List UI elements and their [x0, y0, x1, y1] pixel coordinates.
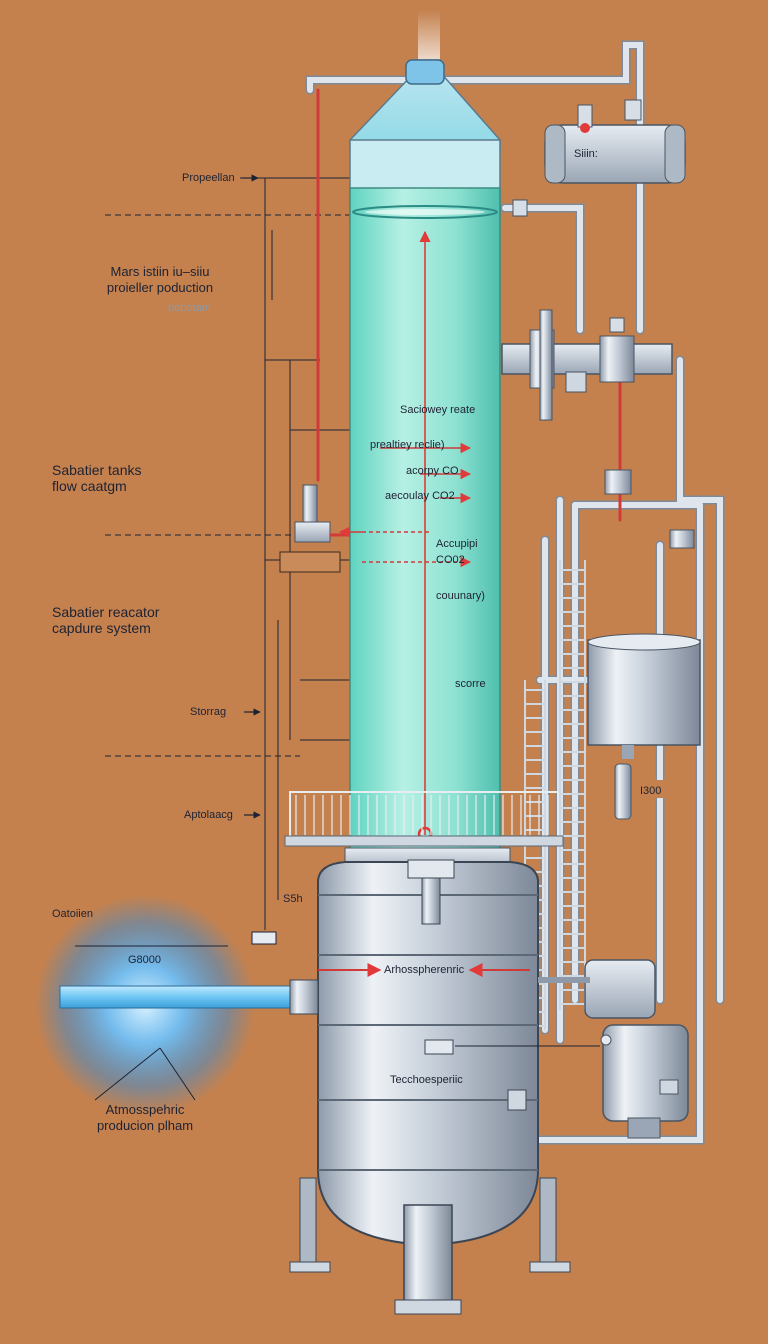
energy-beam: [35, 895, 319, 1115]
label-mars-line1: Mars istiin iu–siiu: [110, 264, 210, 279]
label-atmos-2: producion plham: [96, 1118, 194, 1133]
label-storage: Storrag: [190, 706, 227, 718]
platform-grating: [284, 791, 564, 847]
label-sabatier-tanks-2: flow caatgm: [52, 478, 127, 494]
steam-plume: [418, 10, 440, 70]
grating-bars: [295, 795, 549, 835]
label-vessel-atmos: Arhosspherenric: [384, 964, 465, 976]
label-silin: Siiin:: [574, 148, 598, 160]
label-arrows: [242, 174, 261, 819]
label-co2b: CO02: [436, 554, 465, 566]
label-oatoiien: Oatoiien: [52, 908, 93, 920]
label-couunary: couunary): [436, 590, 485, 602]
io-tag: [640, 780, 668, 798]
label-reaction: Saciowey reate: [400, 404, 476, 416]
label-vessel-tech: Tecchoesperiic: [390, 1074, 463, 1086]
label-mars-line3: popotam: [168, 302, 211, 314]
label-propellant: Propeellan: [182, 172, 235, 184]
label-sabatier-reactor-2: capdure system: [52, 620, 151, 636]
label-i300: I300: [640, 785, 662, 797]
left-indicator: [251, 931, 277, 945]
label-mars-line2: proieller poduction: [106, 280, 214, 295]
main-column: [349, 59, 501, 859]
pump-unit: [584, 959, 689, 1139]
horizontal-tank: [544, 99, 686, 184]
label-accum: Accupipi: [436, 538, 478, 550]
label-apto: Aptolaacg: [184, 809, 233, 821]
label-vessel-tag: S5h: [283, 893, 303, 905]
label-sabatier-tanks-1: Sabatier tanks: [52, 462, 142, 478]
label-glow-value: G8000: [128, 954, 162, 966]
storage-tank-right: [587, 633, 701, 820]
label-pressure: prealtiey reclie): [370, 439, 445, 451]
valve-manifold: [501, 199, 695, 549]
label-score: scorre: [455, 678, 486, 690]
reactor-vessel: [289, 847, 600, 1315]
input-arrows: [338, 442, 472, 568]
label-co: acorpy CO: [406, 465, 459, 477]
leader-lines: [105, 177, 350, 930]
label-atmos-1: Atmosspehric: [105, 1102, 185, 1117]
injector-assembly: [279, 484, 350, 573]
label-co2: aecoulay CO2: [385, 490, 455, 502]
label-sabatier-reactor-1: Sabatier reacator: [52, 604, 160, 620]
